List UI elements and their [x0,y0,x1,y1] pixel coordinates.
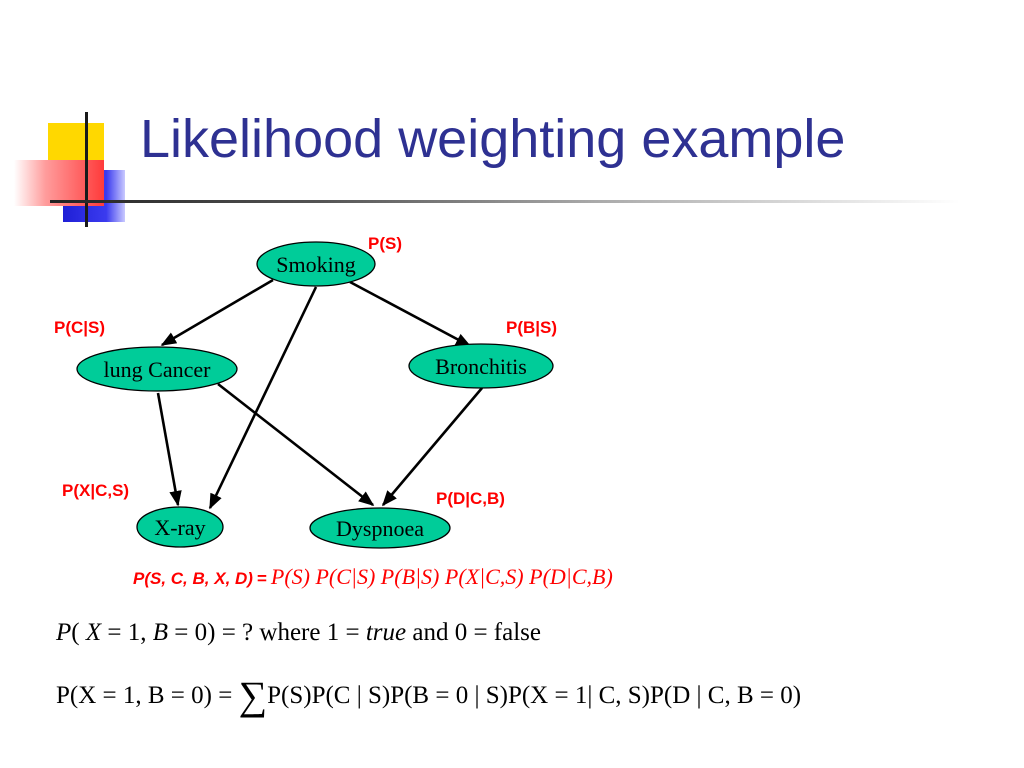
expansion-equation: P(X = 1, B = 0) = ∑P(S)P(C | S)P(B = 0 |… [56,672,801,719]
node-smoking-label: Smoking [276,252,355,277]
query-tail: and 0 = false [406,619,541,646]
query-x: X [85,619,102,646]
cpt-xray: P(X|C,S) [62,481,129,500]
query-p: P [56,619,72,646]
joint-factorization: P(S, C, B, X, D) = P(S) P(C|S) P(B|S) P(… [133,564,613,590]
summation-symbol: ∑ [238,673,268,718]
node-bronchitis[interactable]: Bronchitis [408,343,554,389]
node-smoking[interactable]: Smoking [256,241,376,287]
node-dyspnoea-label: Dyspnoea [336,516,424,541]
query-equation: P( X = 1, B = 0) = ? where 1 = true and … [56,619,541,647]
query-open: ( [71,619,86,646]
edge-smoking-to-bronchitis [349,280,472,348]
edge-cancer-to-xray [156,392,182,507]
query-b: B [152,619,169,646]
title-underline [50,200,960,203]
edge-smoking-to-xray [208,286,318,510]
decor-red-bar [14,160,104,206]
cpt-dyspnoea: P(D|C,B) [436,489,505,508]
query-true: true [365,619,407,646]
edge-bronchitis-to-dyspnoea [381,387,483,507]
node-xray-label: X-ray [154,515,205,540]
node-lung-cancer[interactable]: lung Cancer [76,346,238,392]
slide-title: Likelihood weighting example [140,109,846,169]
node-dyspnoea[interactable]: Dyspnoea [309,507,451,549]
decor-vertical-rule [85,112,88,227]
expansion-lhs: P(X = 1, B = 0) = [56,682,239,709]
cpt-bronchitis: P(B|S) [506,318,557,337]
expansion-rhs: P(S)P(C | S)P(B = 0 | S)P(X = 1| C, S)P(… [267,682,802,709]
joint-equals: = [256,569,267,588]
node-lung-cancer-label: lung Cancer [104,357,212,382]
joint-rhs: P(S) P(C|S) P(B|S) P(X|C,S) P(D|C,B) [270,564,613,589]
cpt-cancer: P(C|S) [54,318,105,337]
node-bronchitis-label: Bronchitis [435,354,527,379]
node-xray[interactable]: X-ray [136,506,224,548]
query-close: = 0) = ? where 1 = [168,619,366,646]
joint-lhs: P(S, C, B, X, D) [133,569,253,588]
edge-cancer-to-dyspnoea [217,382,375,507]
query-mid: = 1, [101,619,153,646]
cpt-smoking: P(S) [368,234,402,253]
edge-smoking-to-cancer [160,278,274,347]
